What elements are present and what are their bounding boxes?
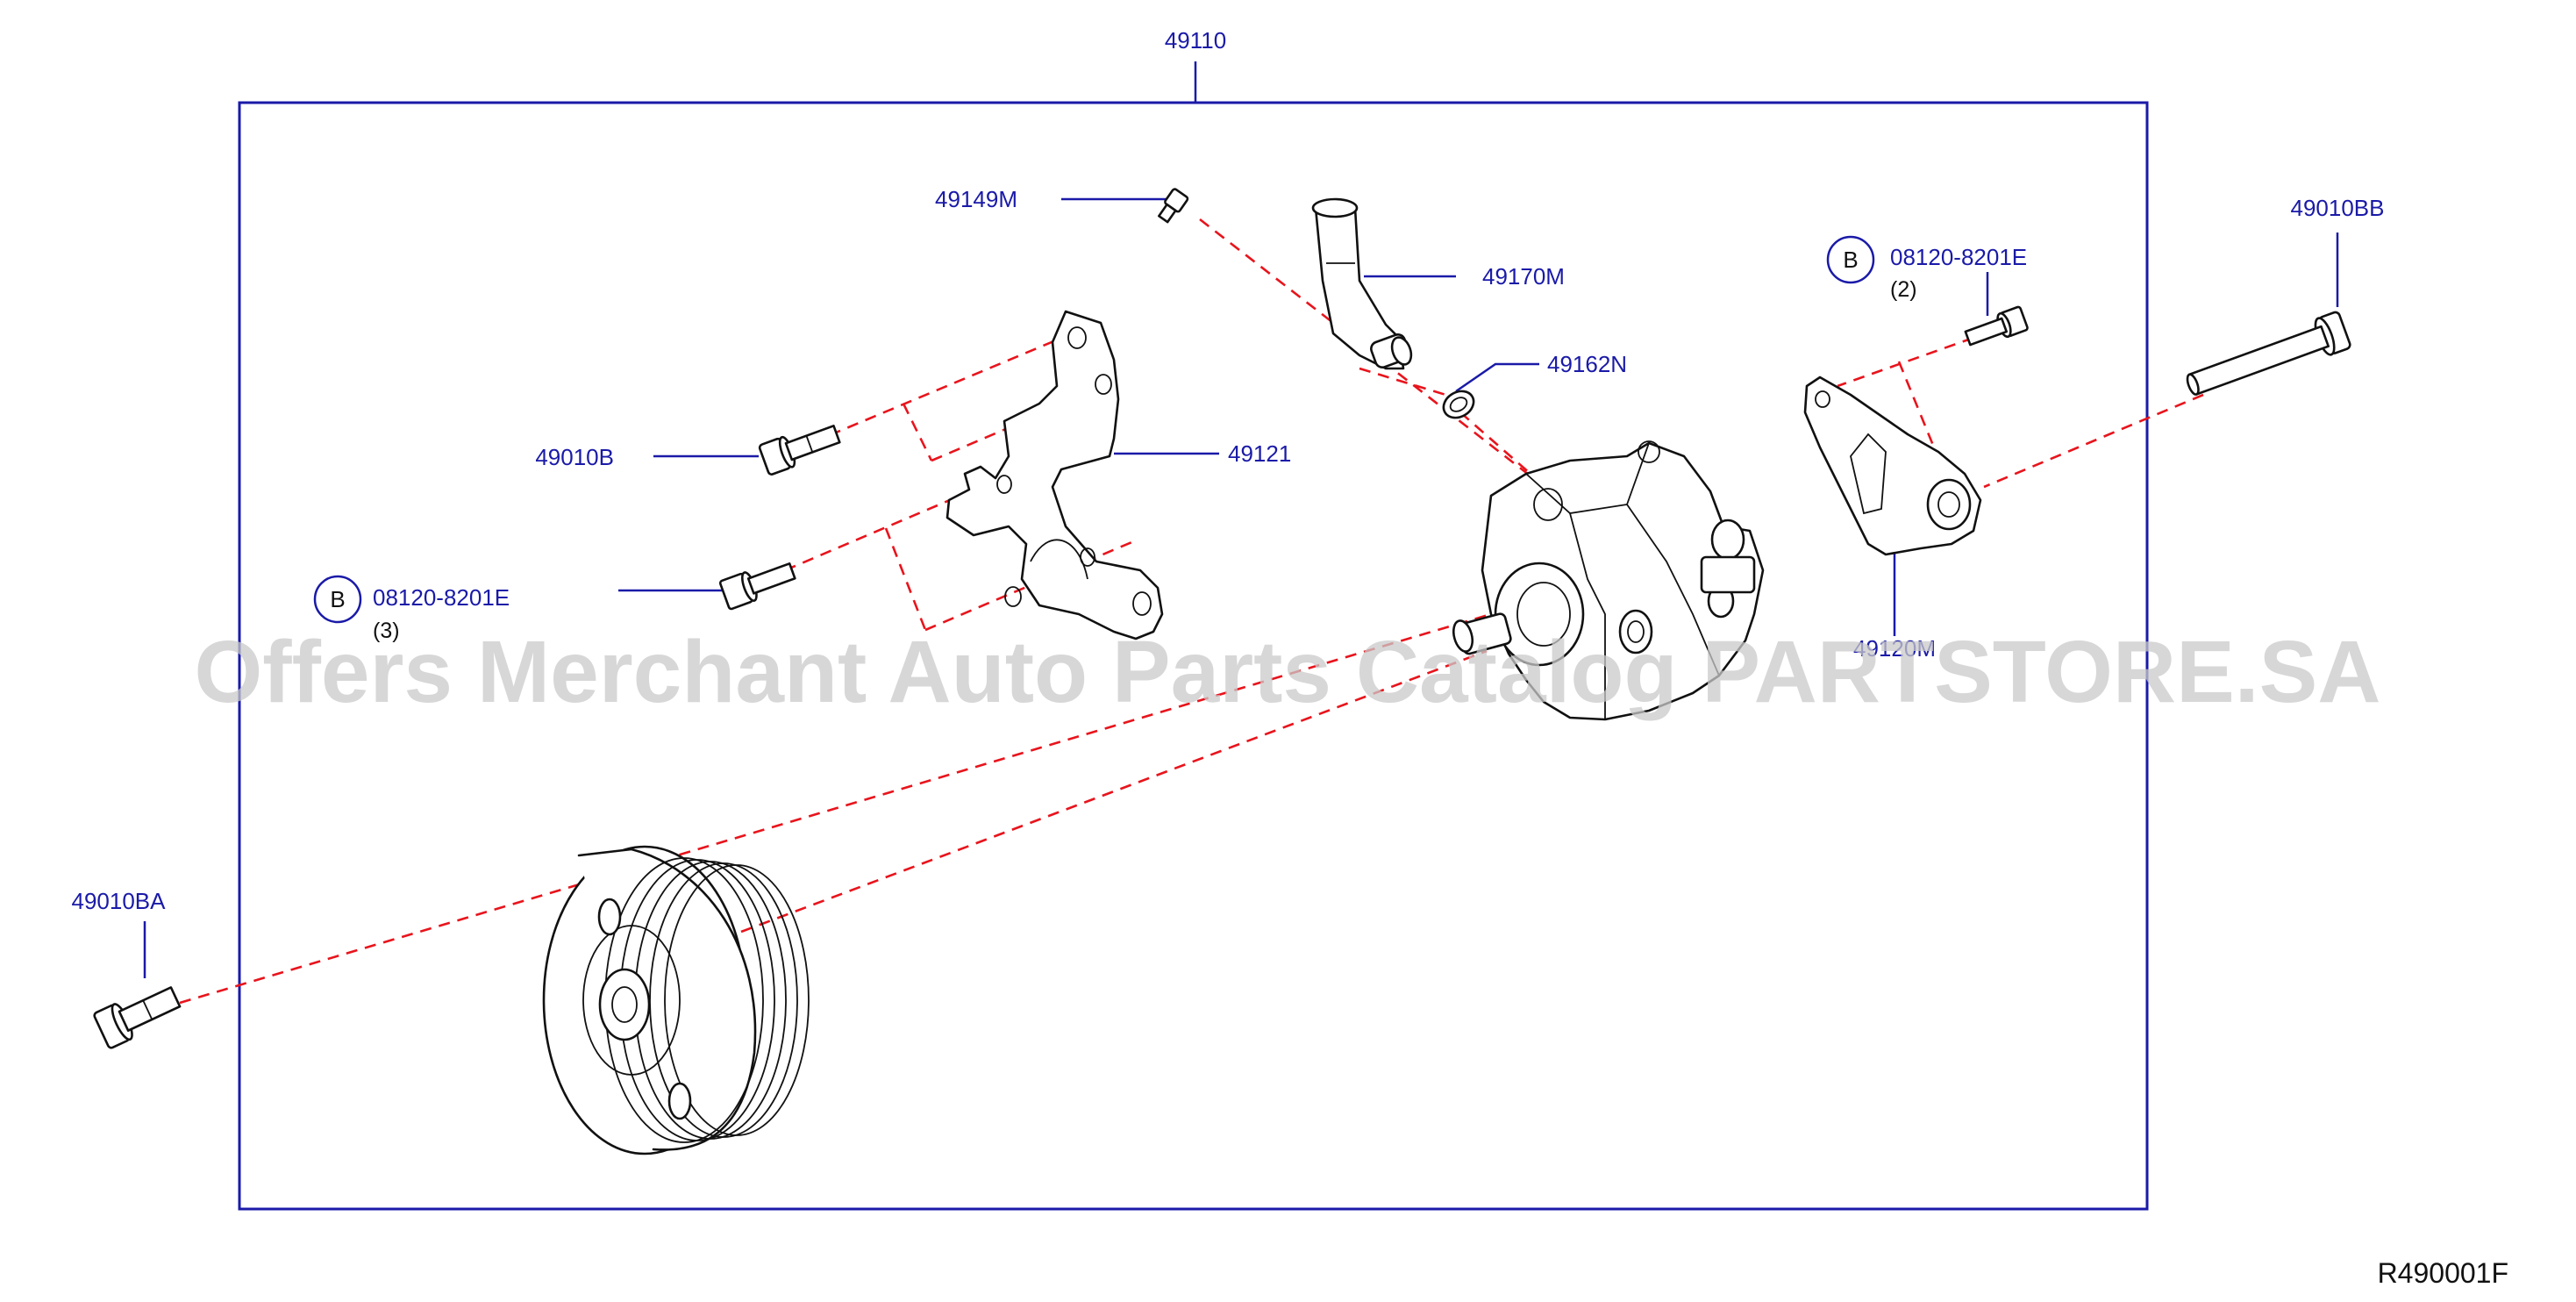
o-ring-49162n-icon[interactable] <box>1438 386 1478 423</box>
label-08120-upper[interactable]: 08120-8201E <box>1890 244 2027 270</box>
figure-code: R490001F <box>2378 1257 2508 1289</box>
label-49170m[interactable]: 49170M <box>1482 263 1565 290</box>
bolt-49010ba-icon[interactable] <box>93 979 183 1049</box>
pulley-icon[interactable] <box>542 845 810 1155</box>
qty-upper: (2) <box>1890 277 1917 302</box>
bolt-symbol-upper <box>1826 235 1875 284</box>
bolt-49010b-icon[interactable] <box>758 419 842 476</box>
watermark: Offers Merchant Auto Parts Catalog PARTS… <box>195 623 2381 721</box>
label-49010bb[interactable]: 49010BB <box>2291 195 2385 221</box>
power-steering-pump-icon[interactable] <box>1451 440 1765 721</box>
pipe-49170m-icon[interactable] <box>1311 197 1415 370</box>
label-49010ba[interactable]: 49010BA <box>72 888 167 914</box>
label-49149m[interactable]: 49149M <box>935 186 1017 212</box>
stud-49010bb-icon[interactable] <box>2182 311 2351 404</box>
alignment-lines <box>179 218 2204 1005</box>
assembly-frame <box>238 101 2149 1211</box>
qty-lower: (3) <box>373 619 400 643</box>
bolt-08120-upper-icon[interactable] <box>1964 305 2029 350</box>
label-49162n[interactable]: 49162N <box>1547 351 1627 377</box>
bolt-symbol-upper-letter: B <box>1843 247 1858 273</box>
label-08120-lower[interactable]: 08120-8201E <box>373 584 510 611</box>
label-49120m[interactable]: 49120M <box>1853 635 1936 662</box>
bolt-49149m-icon[interactable] <box>1156 188 1189 224</box>
bolt-08120-lower-icon[interactable] <box>718 557 797 611</box>
label-49110[interactable]: 49110 <box>1165 27 1226 54</box>
bolt-symbol-lower <box>313 575 362 624</box>
label-49121[interactable]: 49121 <box>1228 440 1291 467</box>
label-leaders <box>143 197 2339 978</box>
bolt-symbol-lower-letter: B <box>330 586 345 612</box>
bracket-49121-icon[interactable] <box>945 310 1164 640</box>
bracket-49120m-icon[interactable] <box>1803 376 1982 556</box>
label-49010b[interactable]: 49010B <box>535 444 614 470</box>
